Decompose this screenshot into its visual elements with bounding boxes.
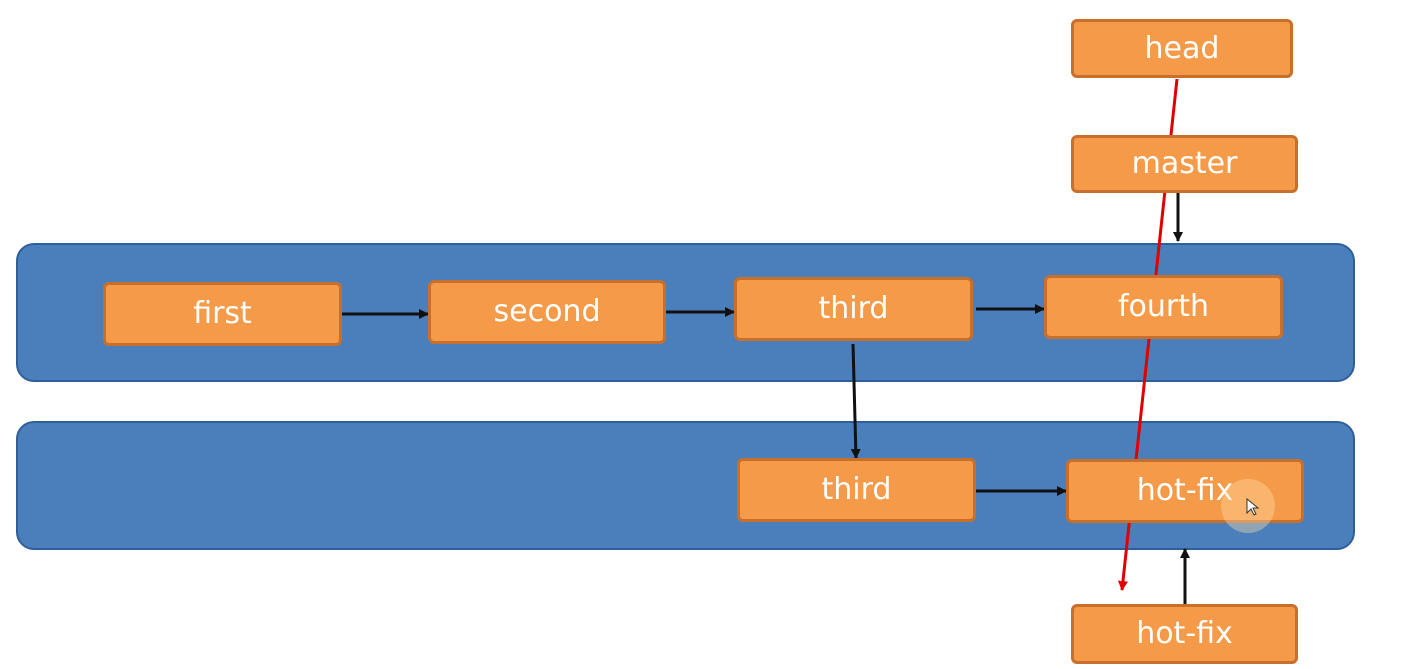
first-commit-label: first — [193, 296, 252, 331]
head-label: head — [1144, 30, 1220, 66]
hotfix-pointer-label: hot-fix — [1136, 616, 1233, 651]
hotfix-third-commit-label: third — [821, 472, 892, 507]
third-commit-node: third — [734, 277, 973, 341]
fourth-commit-node: fourth — [1044, 275, 1283, 339]
hotfix-pointer-node: hot-fix — [1071, 604, 1298, 664]
hotfix-commit-label: hot-fix — [1136, 473, 1234, 508]
third-commit-label: third — [818, 291, 889, 326]
master-label: master — [1131, 146, 1238, 181]
master-node: master — [1071, 135, 1298, 193]
second-commit-label: second — [493, 294, 601, 329]
second-commit-node: second — [428, 280, 666, 344]
hotfix-commit-node: hot-fix — [1066, 459, 1304, 523]
hotfix-third-commit-node: third — [737, 458, 976, 522]
first-commit-node: first — [103, 282, 342, 346]
fourth-commit-label: fourth — [1117, 289, 1210, 324]
head-node: head — [1071, 19, 1293, 78]
